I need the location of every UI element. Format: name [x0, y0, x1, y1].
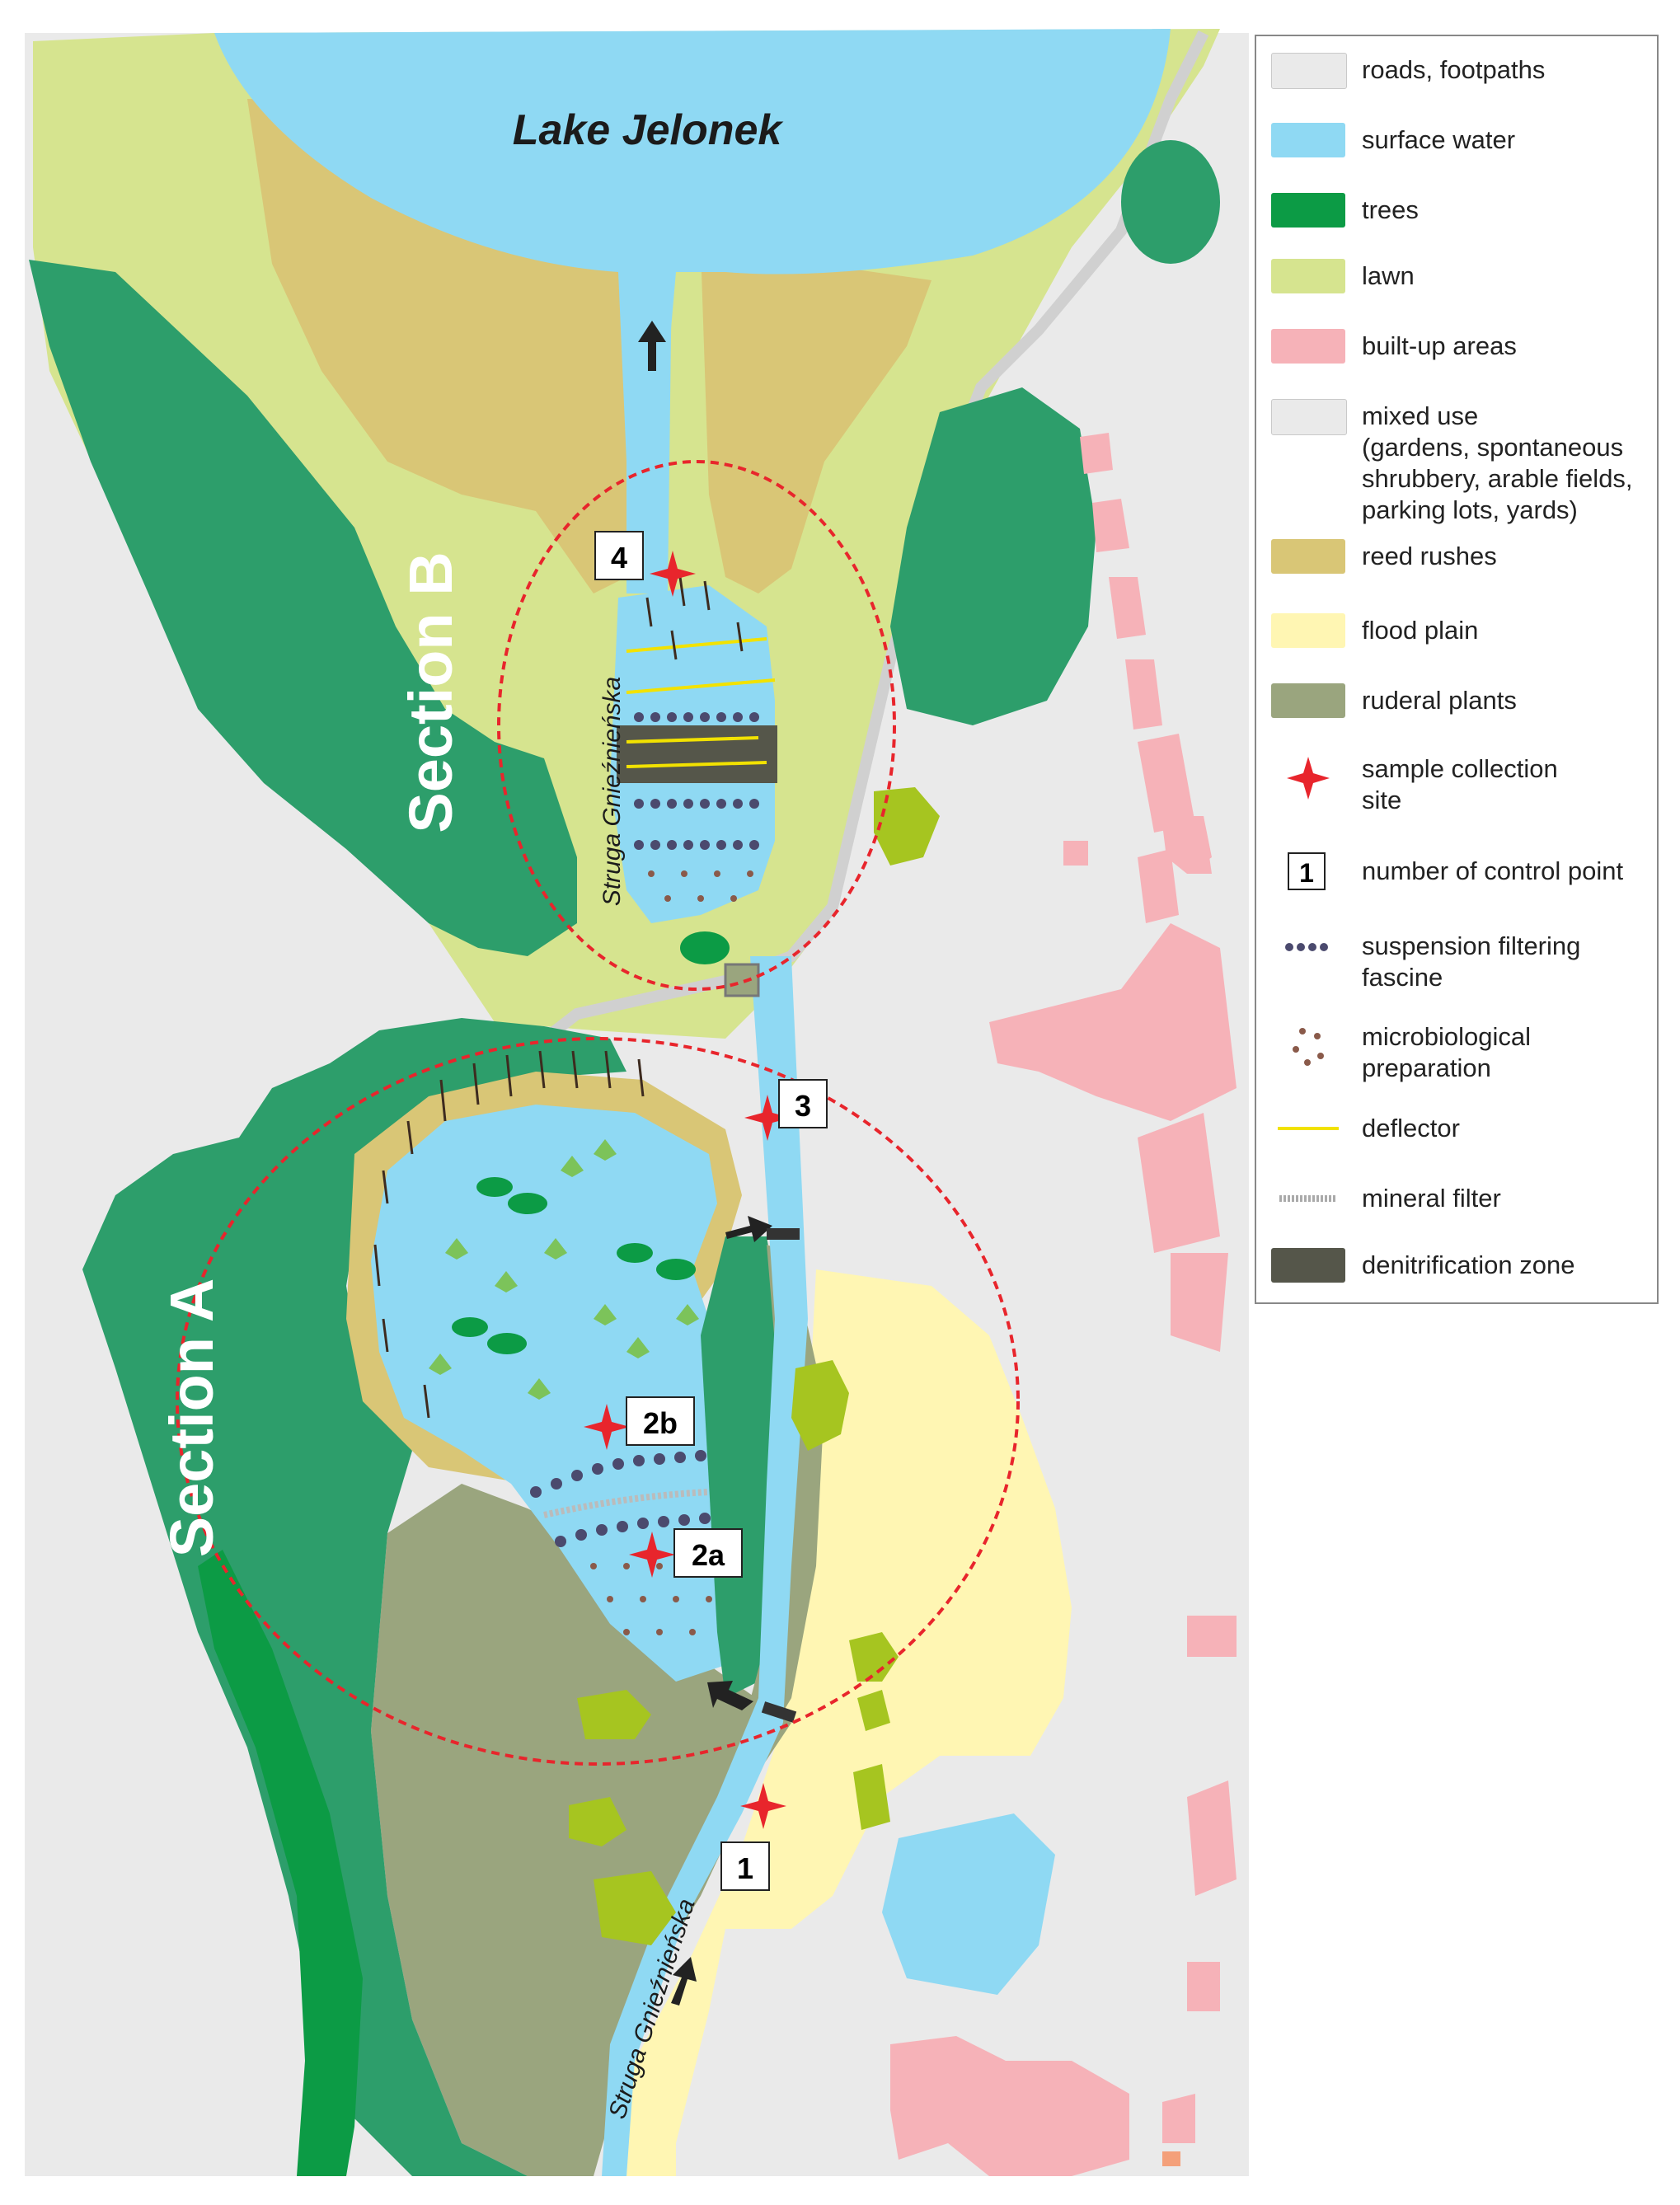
- weir-b: [724, 963, 760, 997]
- control-point-3-label: 3: [795, 1089, 811, 1123]
- denitrification-swatch: [1271, 1248, 1345, 1283]
- legend-label: denitrification zone: [1362, 1250, 1575, 1279]
- control-point-4-label: 4: [611, 541, 627, 575]
- legend-label: deflector: [1362, 1114, 1460, 1142]
- ruderal-swatch: [1271, 683, 1345, 718]
- built-up-small: [1162, 2151, 1180, 2166]
- mineral-filter-a: [543, 1489, 710, 1518]
- mineral-filter-icon: [1279, 1195, 1337, 1202]
- built-up-swatch: [1271, 329, 1345, 364]
- stream-lower: [602, 956, 808, 2176]
- surface-water-swatch: [1271, 123, 1345, 157]
- mixed-use-swatch: [1271, 399, 1347, 435]
- trees-section-a: [82, 1018, 626, 2176]
- control-point-1: 1: [720, 1841, 770, 1891]
- legend-label: trees: [1362, 195, 1419, 224]
- flood-plain: [626, 1269, 1072, 2176]
- sample-sites: [584, 551, 791, 1829]
- reed-plants: [373, 576, 744, 1419]
- deflectors-b: [626, 637, 776, 768]
- roads-swatch: [1271, 53, 1347, 89]
- control-point-2b-label: 2b: [643, 1406, 678, 1440]
- section-b-ring: [497, 460, 896, 991]
- trees-swatch: [1271, 193, 1345, 228]
- legend-label: microbiological preparation: [1362, 1022, 1532, 1082]
- fascine-dots-icon: [1285, 943, 1328, 951]
- legend-label: mineral filter: [1362, 1184, 1501, 1213]
- flood-plain-swatch: [1271, 613, 1345, 648]
- fascine-rows-b: [634, 712, 759, 850]
- fascine-rows-a: [530, 1450, 711, 1547]
- microbes-b: [648, 870, 753, 902]
- microbe-dots-icon: [1293, 1028, 1324, 1066]
- control-point-3: 3: [778, 1079, 828, 1128]
- control-point-box: 1: [1288, 852, 1326, 890]
- trees-west-north: [29, 260, 577, 956]
- legend-label: roads, footpaths: [1362, 55, 1546, 84]
- reed-rushes-swatch: [1271, 539, 1345, 574]
- tree-basin-exit: [680, 931, 730, 964]
- flow-arrows: [638, 321, 772, 2006]
- lake-jelonek: [214, 29, 1171, 462]
- stream-label-upper: Struga Gnieźnieńska: [598, 677, 626, 907]
- legend-label: ruderal plants: [1362, 686, 1517, 715]
- section-b-label: Section B: [397, 551, 465, 833]
- legend-label: built-up areas: [1362, 331, 1517, 360]
- legend-label: suspension filtering fascine: [1362, 931, 1581, 992]
- weir-a-bottom: [761, 1701, 797, 1723]
- pond-south-east: [882, 1813, 1055, 1995]
- control-point-2b: 2b: [626, 1396, 695, 1446]
- section-a-label: Section A: [157, 1278, 226, 1558]
- map-legend: roads, footpaths surface water trees law…: [1255, 35, 1659, 1304]
- control-point-2a: 2a: [673, 1528, 743, 1578]
- deflector-line-icon: [1278, 1127, 1339, 1130]
- legend-label: number of control point: [1362, 856, 1624, 885]
- aquatic-plants: [429, 1139, 699, 1400]
- control-point-1-label: 1: [737, 1851, 753, 1885]
- tree-belt-south-west: [198, 1550, 363, 2176]
- legend-label: reed rushes: [1362, 542, 1497, 570]
- tree-clump-north-east: [1121, 140, 1220, 264]
- denitrification-zone-b: [617, 725, 777, 783]
- microbes-a: [590, 1563, 712, 1635]
- legend-label: mixed use (gardens, spontaneous shrubber…: [1362, 401, 1633, 524]
- legend-label: lawn: [1362, 261, 1415, 290]
- weir-a-top: [767, 1228, 800, 1240]
- legend-label: sample collection site: [1362, 754, 1558, 814]
- trees-north-east: [890, 387, 1096, 725]
- control-point-4: 4: [594, 531, 644, 580]
- legend-label: flood plain: [1362, 616, 1479, 645]
- built-up-areas: [890, 433, 1237, 2176]
- lawn-swatch: [1271, 259, 1345, 293]
- red-star-icon: [1287, 757, 1330, 800]
- stream-upper: [626, 272, 672, 593]
- control-point-2a-label: 2a: [692, 1538, 725, 1572]
- map-canvas: 4 3 2b 2a 1 Lake Jelonek Section B Secti…: [25, 29, 1249, 2176]
- legend-label: surface water: [1362, 125, 1516, 154]
- lake-title: Lake Jelonek: [513, 106, 785, 154]
- reed-rushes-north-east: [701, 247, 932, 593]
- lawn-shrubs: [569, 787, 940, 1945]
- section-a-ring: [176, 1037, 1020, 1766]
- water-lilies: [452, 1177, 696, 1354]
- trees-island: [701, 1236, 783, 1698]
